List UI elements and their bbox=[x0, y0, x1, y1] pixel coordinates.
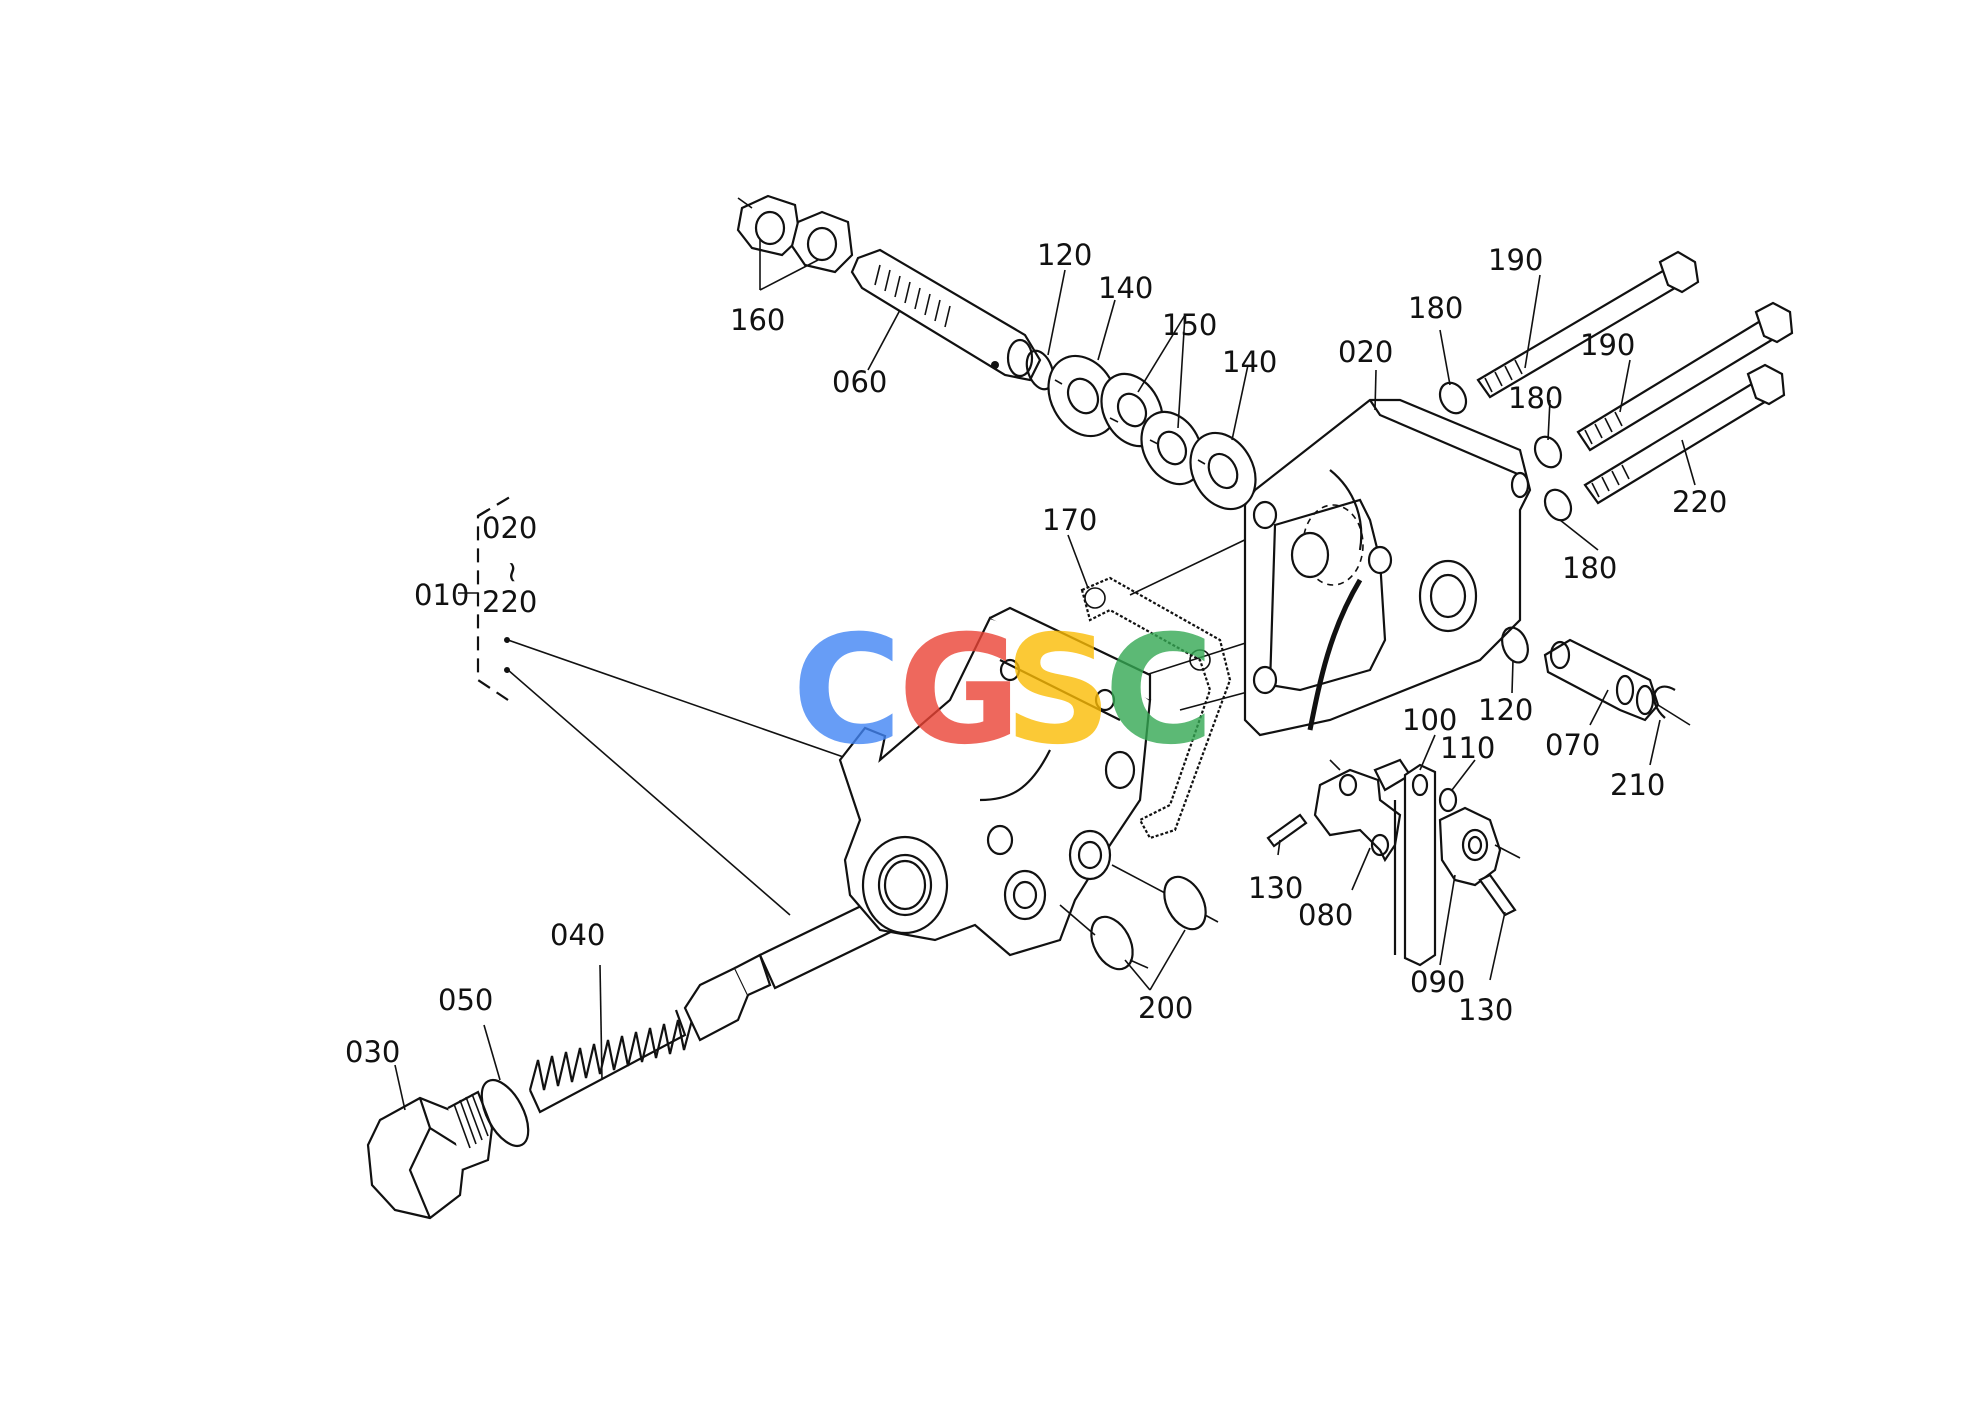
label-140-left: 140 bbox=[1098, 271, 1153, 305]
label-090: 090 bbox=[1410, 965, 1465, 999]
label-150: 150 bbox=[1162, 308, 1217, 342]
leader-lines bbox=[507, 534, 1256, 916]
washer-110 bbox=[1438, 787, 1458, 813]
washers-180 bbox=[1438, 381, 1573, 522]
o-ring-120-right bbox=[1501, 626, 1529, 664]
bolts-190-220 bbox=[1476, 250, 1794, 505]
label-220-bolt: 220 bbox=[1672, 485, 1727, 519]
valve-body bbox=[838, 606, 1152, 957]
watermark: C G S C bbox=[792, 604, 1214, 778]
label-200: 200 bbox=[1138, 991, 1193, 1025]
label-160: 160 bbox=[730, 303, 785, 337]
pins-130 bbox=[1266, 813, 1517, 917]
label-110: 110 bbox=[1440, 731, 1495, 765]
label-120-right: 120 bbox=[1478, 693, 1533, 727]
link-plate-100 bbox=[1393, 763, 1437, 967]
adjust-screw-060 bbox=[850, 248, 1042, 382]
label-080: 080 bbox=[1298, 898, 1353, 932]
label-130-right: 130 bbox=[1458, 993, 1513, 1027]
washers-140-150 bbox=[1047, 354, 1257, 511]
snap-ring-210 bbox=[1653, 685, 1676, 719]
label-140-right: 140 bbox=[1222, 345, 1277, 379]
nuts-160 bbox=[736, 194, 854, 274]
gasket-170 bbox=[1080, 576, 1232, 840]
label-210: 210 bbox=[1610, 768, 1665, 802]
label-190-b: 190 bbox=[1580, 328, 1635, 362]
o-ring-050 bbox=[480, 1079, 530, 1147]
part-labels: 010 020 ~ 220 160 060 120 140 150 140 17… bbox=[345, 238, 1727, 1069]
label-070: 070 bbox=[1545, 728, 1600, 762]
watermark-letter-g: G bbox=[898, 604, 1021, 778]
label-170: 170 bbox=[1042, 503, 1097, 537]
label-180-c: 180 bbox=[1562, 551, 1617, 585]
watermark-letter-c2: C bbox=[1104, 604, 1214, 778]
label-040: 040 bbox=[550, 918, 605, 952]
lever-090 bbox=[1438, 806, 1521, 887]
label-120-top: 120 bbox=[1037, 238, 1092, 272]
watermark-letter-c1: C bbox=[792, 604, 902, 778]
label-leaders bbox=[394, 240, 1696, 1111]
label-050: 050 bbox=[438, 983, 493, 1017]
label-190-a: 190 bbox=[1488, 243, 1543, 277]
label-020-cover: 020 bbox=[1338, 335, 1393, 369]
o-rings-200 bbox=[1059, 864, 1219, 971]
spring-040 bbox=[528, 1009, 694, 1114]
assembly-bracket bbox=[458, 493, 516, 701]
label-010: 010 bbox=[414, 578, 469, 612]
label-tilde: ~ bbox=[496, 560, 530, 584]
label-100: 100 bbox=[1402, 703, 1457, 737]
label-030: 030 bbox=[345, 1035, 400, 1069]
label-180-a: 180 bbox=[1408, 291, 1463, 325]
cover-housing-020 bbox=[1243, 398, 1532, 737]
plug-bolt-030 bbox=[366, 1090, 494, 1220]
watermark-letter-s: S bbox=[1004, 604, 1112, 778]
label-220-bracket: 220 bbox=[482, 585, 537, 619]
label-130-left: 130 bbox=[1248, 871, 1303, 905]
label-060: 060 bbox=[832, 365, 887, 399]
label-020-bracket: 020 bbox=[482, 511, 537, 545]
o-ring-120-top bbox=[1025, 349, 1055, 391]
shaft-070 bbox=[1543, 638, 1691, 726]
label-180-b: 180 bbox=[1508, 381, 1563, 415]
